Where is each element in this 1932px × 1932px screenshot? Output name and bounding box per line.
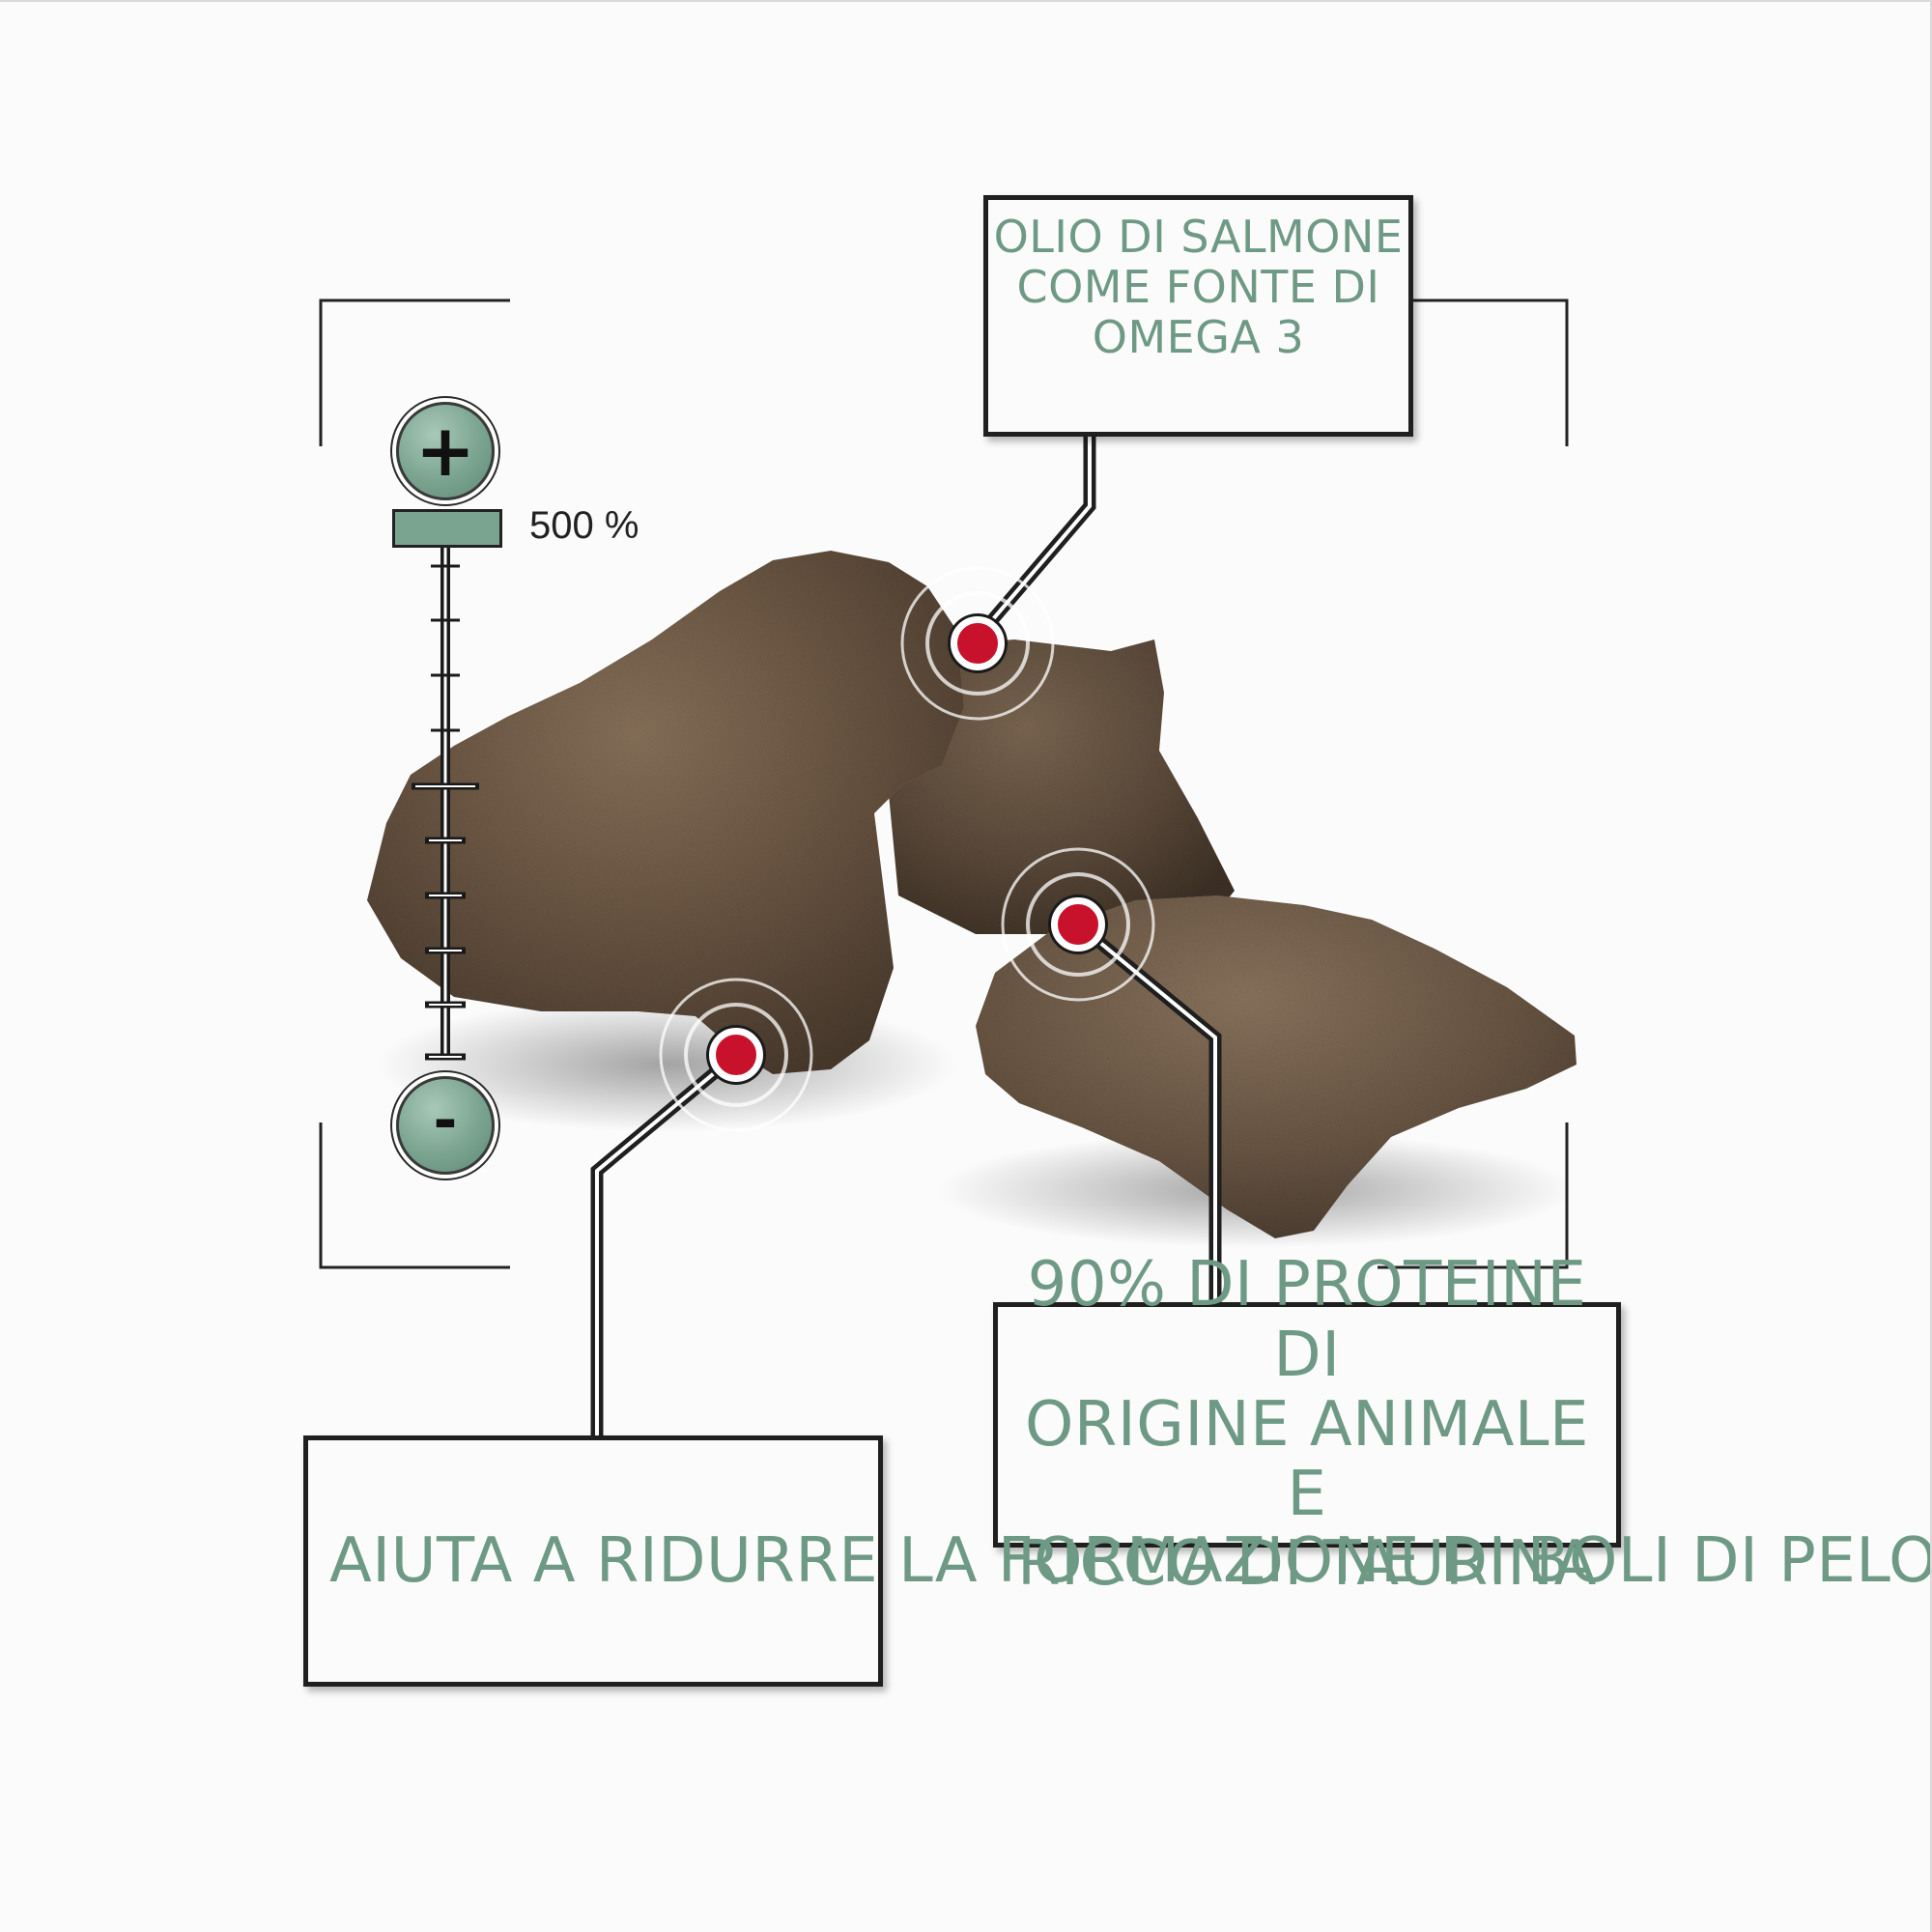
callout-proteine: 90% DI PROTEINE DI ORIGINE ANIMALE E RIC… [993, 1250, 1621, 1600]
target-rings-proteine [1001, 847, 1155, 1002]
kibble-left [367, 551, 964, 1074]
marker-proteine[interactable] [1051, 897, 1105, 952]
callout-boli-di-pelo: AIUTA A RIDURRE LA FORMAZIONE DI BOLI DI… [303, 1435, 1930, 1687]
zoom-slider-track[interactable] [412, 548, 479, 1061]
zoom-level-label: 500 % [529, 504, 639, 547]
marker-omega[interactable] [951, 616, 1005, 670]
callout-omega-3: OLIO DI SALMONE COME FONTE DI OMEGA 3 [983, 195, 1413, 437]
connector-omega [971, 435, 1096, 644]
zoom-out-button[interactable]: - [396, 1076, 495, 1175]
plus-icon: + [414, 410, 475, 493]
frame-brackets [319, 298, 1569, 1269]
target-rings-boli [659, 978, 813, 1132]
target-dot-icon [951, 616, 1005, 670]
zoom-slider-handle[interactable] [392, 509, 502, 548]
kibble-back [889, 639, 1235, 934]
target-dot-icon [1051, 897, 1105, 952]
connector-proteine [1073, 919, 1222, 1302]
marker-boli[interactable] [709, 1028, 763, 1082]
zoom-in-button[interactable]: + [396, 402, 495, 500]
minus-icon: - [433, 1087, 458, 1154]
target-rings-omega [900, 566, 1055, 721]
target-dot-icon [709, 1028, 763, 1082]
connector-boli [590, 1050, 741, 1435]
